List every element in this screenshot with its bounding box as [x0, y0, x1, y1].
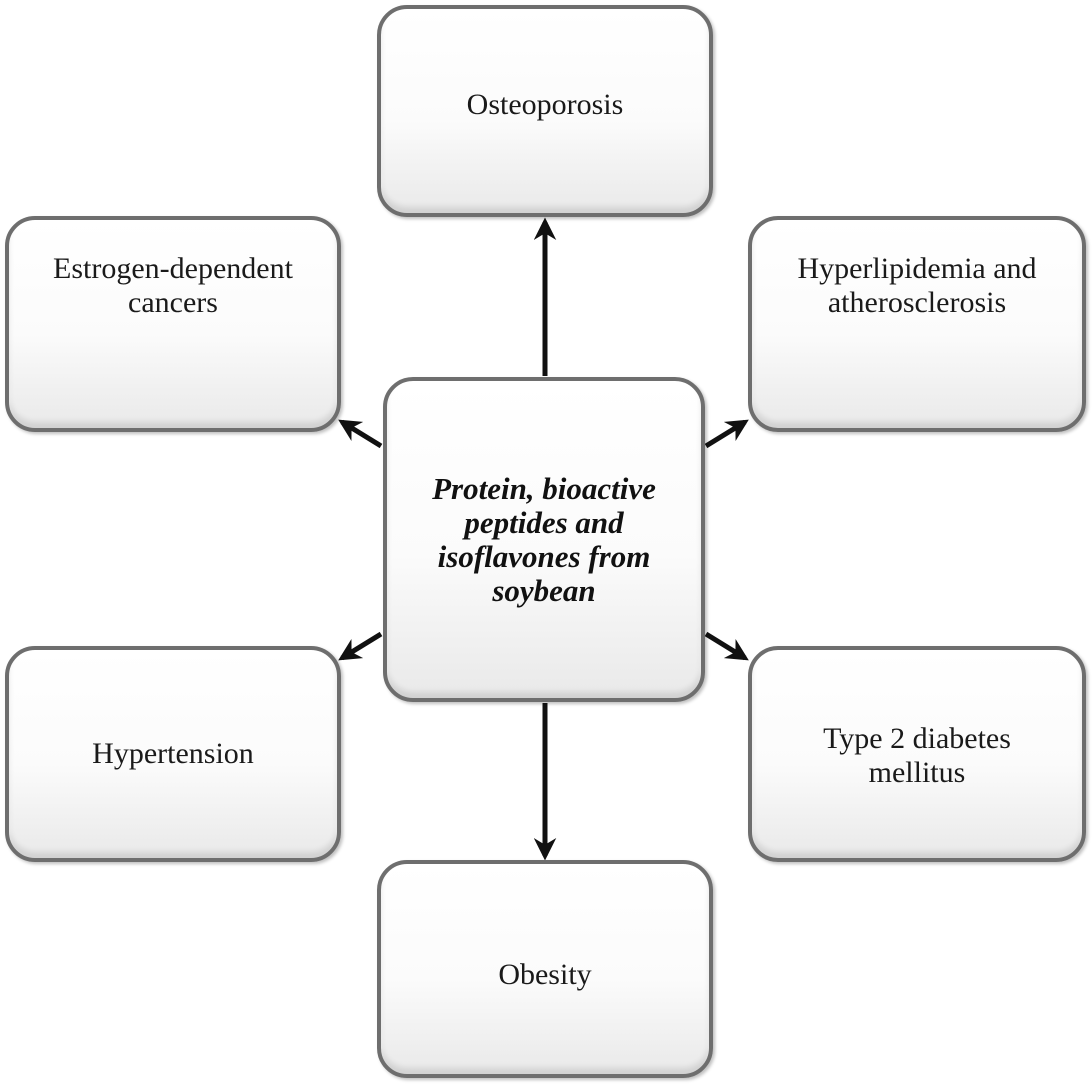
arrow-to-diabetes [704, 631, 749, 661]
arrow-to-hyperlipidemia [704, 419, 749, 449]
hyperlipidemia-box: Hyperlipidemia and atherosclerosis [748, 216, 1086, 432]
soybean-components-label: Protein, bioactive peptides and isoflavo… [420, 470, 668, 608]
label-line: Type 2 diabetes [823, 722, 1011, 755]
label-line: Protein, bioactive [432, 470, 656, 506]
estrogen-cancers-box: Estrogen-dependent cancers [5, 216, 341, 432]
arrow-to-estrogen-cancers [338, 419, 383, 449]
estrogen-cancers-label: Estrogen-dependent cancers [41, 252, 305, 320]
label-line: Obesity [498, 958, 592, 991]
label-line: Osteoporosis [466, 88, 624, 121]
hyperlipidemia-label: Hyperlipidemia and atherosclerosis [785, 252, 1048, 320]
label-line: soybean [492, 572, 596, 608]
obesity-label: Obesity [486, 958, 603, 992]
hypertension-box: Hypertension [5, 646, 341, 862]
hypertension-label: Hypertension [80, 737, 266, 771]
diabetes-box: Type 2 diabetes mellitus [748, 646, 1086, 862]
label-line: Hyperlipidemia and [797, 252, 1037, 285]
osteoporosis-box: Osteoporosis [377, 5, 713, 217]
label-line: mellitus [868, 756, 966, 789]
soybean-components-box: Protein, bioactive peptides and isoflavo… [383, 377, 705, 702]
label-line: Hypertension [92, 737, 254, 770]
label-line: peptides and [464, 504, 624, 540]
label-line: isoflavones from [437, 538, 651, 574]
label-line: atherosclerosis [827, 286, 1007, 319]
obesity-box: Obesity [377, 860, 713, 1078]
label-line: cancers [128, 286, 218, 319]
arrow-to-hypertension [338, 631, 383, 661]
label-line: Estrogen-dependent [53, 252, 293, 285]
osteoporosis-label: Osteoporosis [455, 88, 636, 122]
diabetes-label: Type 2 diabetes mellitus [811, 722, 1023, 790]
